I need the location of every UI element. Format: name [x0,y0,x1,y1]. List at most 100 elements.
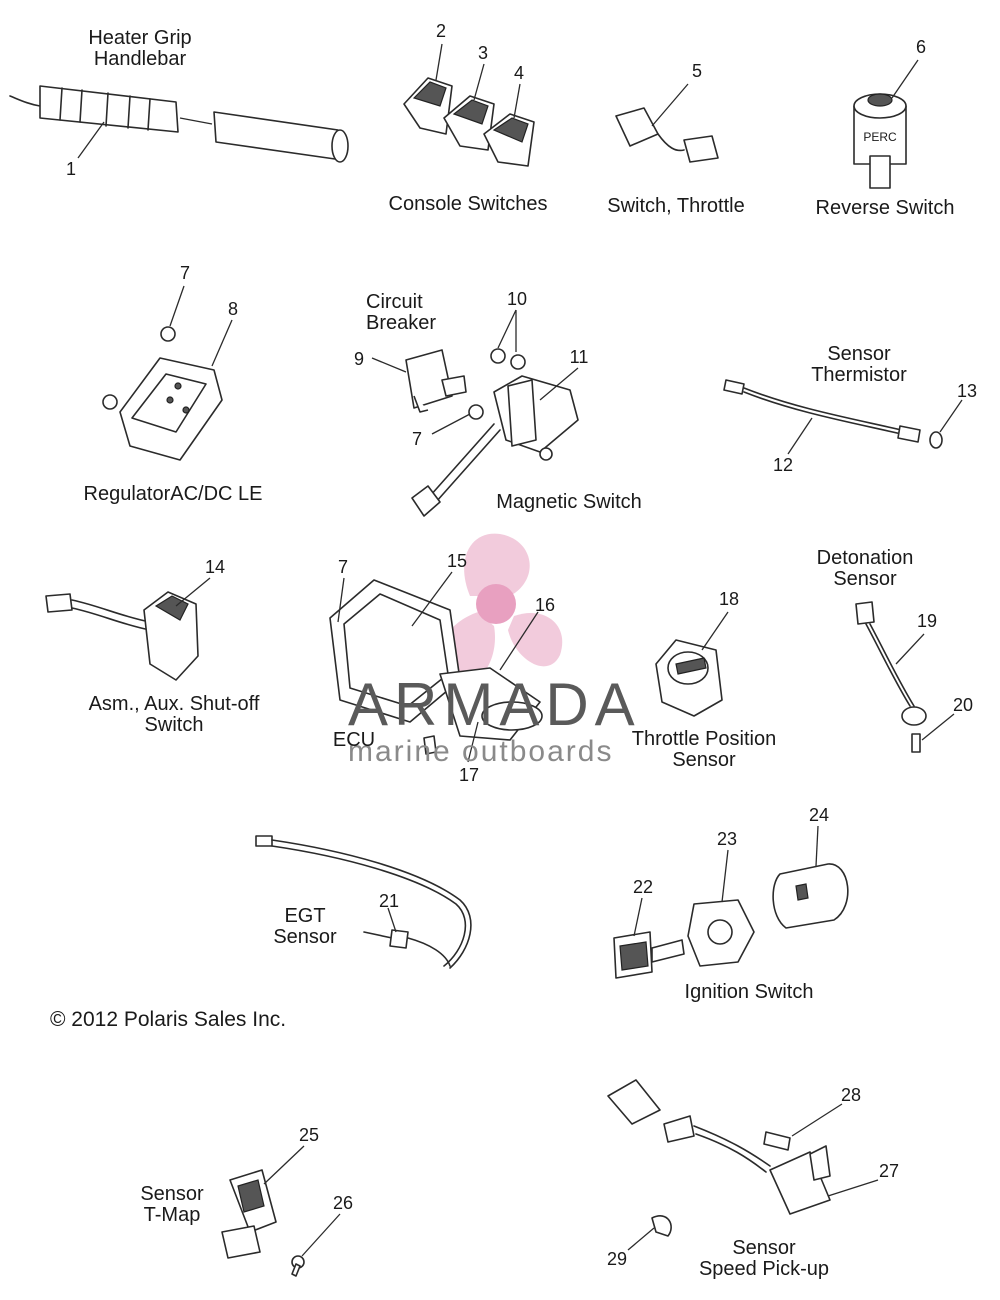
ecu-part [329,571,543,763]
caption-egt-sensor: EGT Sensor [273,905,337,948]
leader-7a [169,285,185,327]
caption-throttle-position: Throttle Position Sensor [631,728,777,771]
callout-5: 5 [691,61,702,81]
caption-ignition-switch: Ignition Switch [684,981,814,1003]
callout-17: 17 [458,765,480,785]
caption-regulator: RegulatorAC/DC LE [83,483,263,505]
ignition-switch-part [613,825,849,979]
callout-27: 27 [878,1161,900,1181]
leader-7c [337,577,345,623]
leader-6 [891,59,919,99]
leader-25 [263,1145,305,1185]
caption-detonation-sensor: Detonation Sensor [816,547,914,590]
leader-7b [431,413,471,435]
leader-29 [627,1227,655,1251]
callout-16: 16 [534,595,556,615]
leader-11 [539,367,579,401]
caption-magnetic-switch: Magnetic Switch [496,491,642,513]
caption-sensor-thermistor: Sensor Thermistor [811,343,907,386]
caption-sensor-tmap: Sensor T-Map [140,1183,204,1226]
leader-10a [497,309,517,349]
callout-11: 11 [569,347,589,367]
callout-1: 1 [65,159,76,179]
callout-24: 24 [808,805,830,825]
throttle-switch-part [615,83,719,163]
callout-28: 28 [840,1085,862,1105]
watermark-title: ARMADA [348,671,641,738]
leader-17 [467,721,479,763]
console-switches-part [403,43,535,167]
leader-22 [633,897,643,937]
callout-8: 8 [227,299,238,319]
leader-26 [301,1213,341,1257]
caption-switch-throttle: Switch, Throttle [607,195,745,217]
leader-14 [175,577,211,607]
magnetic-switch-part [411,309,579,517]
watermark-subtitle: marine outboards [348,735,614,768]
leader-9 [371,357,407,373]
leader-3 [473,63,485,101]
leader-8 [211,319,233,367]
callout-26: 26 [332,1193,354,1213]
callout-7c: 7 [337,557,348,577]
leader-13 [939,399,963,433]
reverse-switch-part [853,59,919,189]
callout-20: 20 [952,695,974,715]
leader-28 [791,1103,843,1137]
leader-16 [499,611,539,671]
callout-13: 13 [956,381,978,401]
caption-speed-pickup: Sensor Speed Pick-up [698,1237,830,1280]
leader-5 [651,83,689,127]
thermistor-part [723,379,963,455]
caption-console-switches: Console Switches [388,193,548,215]
callout-9: 9 [353,349,364,369]
leader-19 [895,633,925,665]
callout-6: 6 [915,37,926,57]
caption-reverse-switch: Reverse Switch [815,197,955,219]
heater-grip-part [9,85,349,163]
callout-23: 23 [716,829,738,849]
caption-circuit-breaker: Circuit Breaker [366,291,437,334]
detonation-sensor-part [855,601,955,753]
callout-18: 18 [718,589,740,609]
copyright: © 2012 Polaris Sales Inc. [50,1008,287,1031]
aux-shutoff-part [45,577,211,681]
leader-27 [827,1179,879,1197]
leader-20 [921,713,955,741]
perc-mark: PERC [863,130,897,144]
callout-7b: 7 [411,429,422,449]
leader-18 [701,611,729,651]
leader-2 [435,43,443,81]
circuit-breaker-part [371,349,467,413]
leader-15 [411,571,453,627]
caption-ecu: ECU [332,729,376,751]
leader-21 [387,907,397,933]
speed-pickup-part [607,1079,879,1251]
callout-22: 22 [632,877,654,897]
leader-23 [721,849,729,903]
regulator-part [102,285,233,461]
leader-12 [787,417,813,455]
logo-blade-top [464,533,530,596]
leader-24 [815,825,819,867]
callout-4: 4 [513,63,524,83]
callout-15: 15 [446,551,468,571]
callout-19: 19 [916,611,938,631]
callout-2: 2 [435,21,446,41]
tmap-sensor-part [221,1145,341,1277]
callout-14: 14 [204,557,226,577]
throttle-position-part [655,611,729,717]
callout-25: 25 [298,1125,320,1145]
egt-sensor-part [255,835,472,969]
leader-1 [77,121,105,159]
leader-4 [513,83,521,119]
logo-hub [476,584,516,624]
caption-heater-grip: Heater Grip Handlebar [88,27,192,70]
callout-21: 21 [378,891,400,911]
callout-7a: 7 [179,263,190,283]
callout-10: 10 [506,289,528,309]
caption-aux-shutoff: Asm., Aux. Shut-off Switch [88,693,260,736]
callout-12: 12 [772,455,794,475]
